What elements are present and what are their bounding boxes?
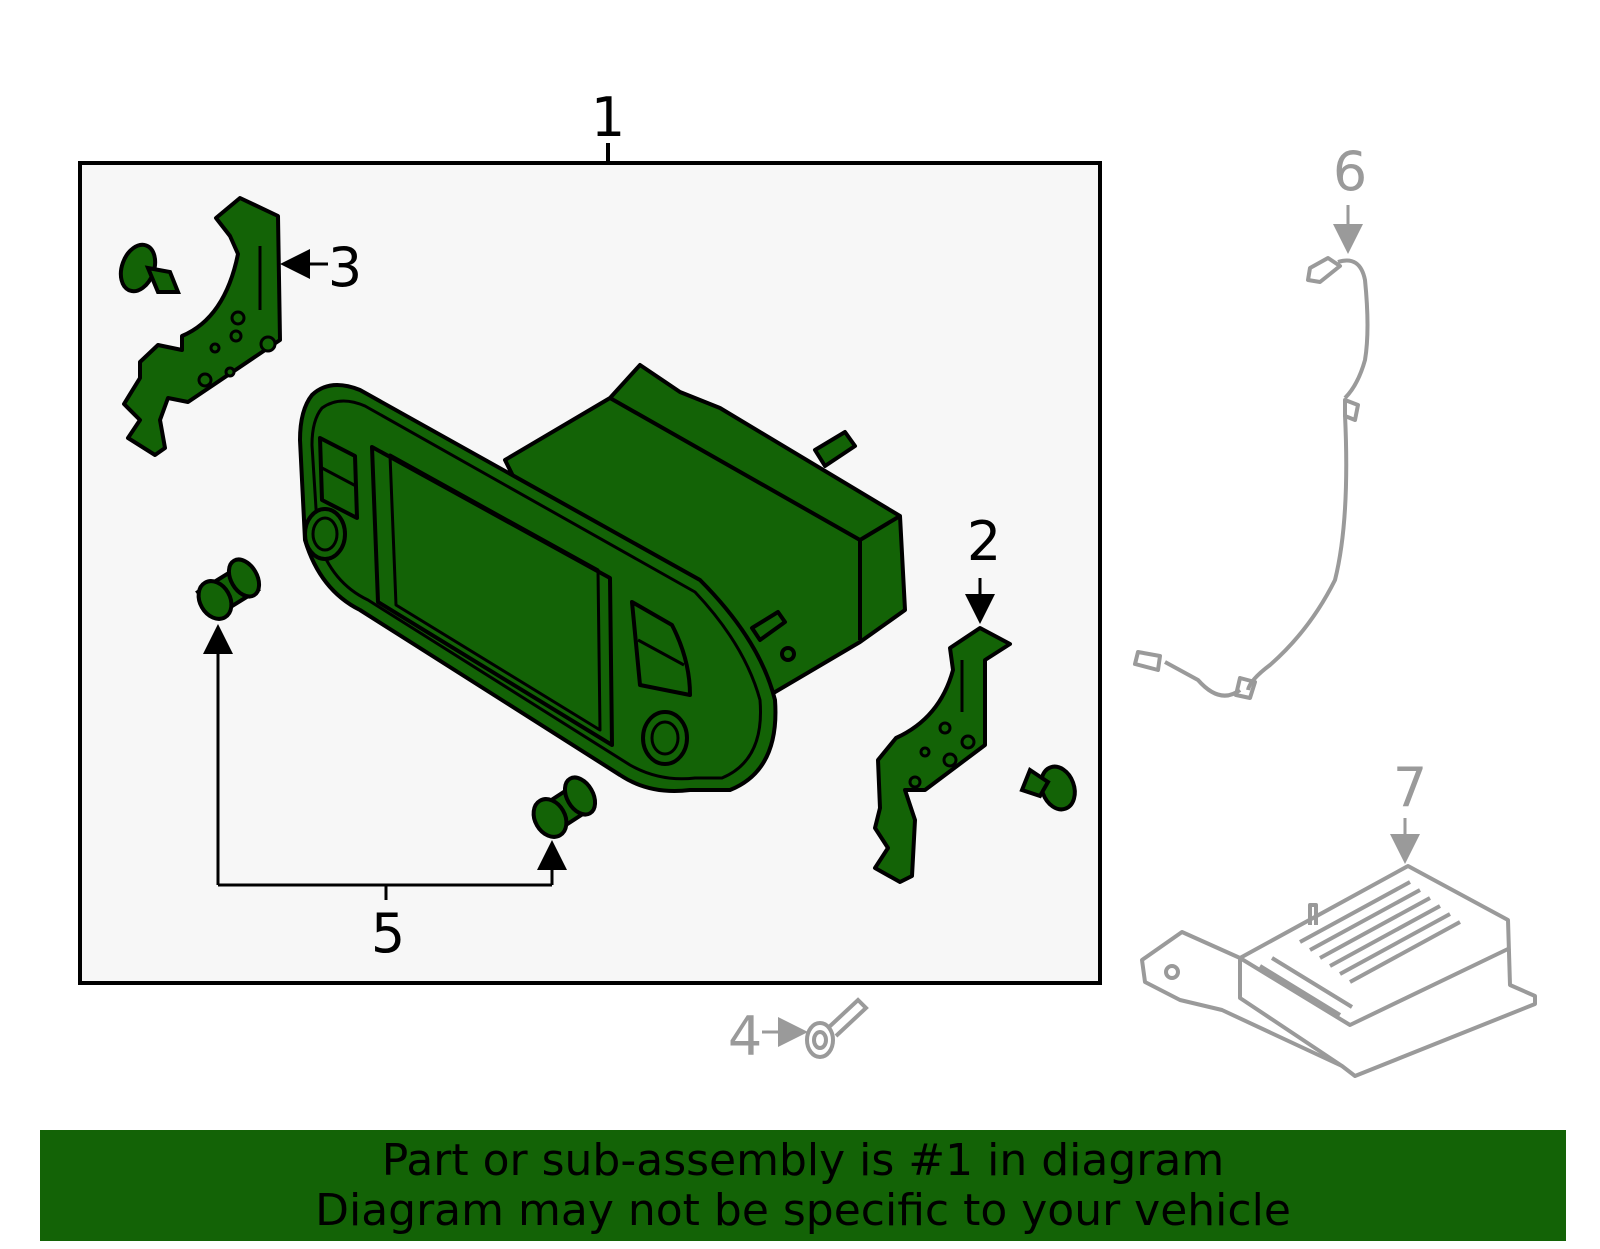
cap-right — [531, 775, 598, 839]
clip-upper-left — [118, 242, 181, 294]
callout-7: 7 — [1393, 756, 1427, 819]
bracket-right — [873, 626, 1012, 884]
callout-3: 3 — [328, 236, 362, 299]
head-unit — [298, 363, 907, 793]
callout-4: 4 — [728, 1005, 762, 1068]
bracket-left — [122, 196, 282, 457]
callout-1: 1 — [591, 86, 625, 149]
info-banner: Part or sub-assembly is #1 in diagram Di… — [40, 1130, 1566, 1241]
antenna-cable — [1133, 256, 1370, 700]
control-module — [1140, 864, 1537, 1078]
screw — [805, 997, 869, 1059]
cap-left — [195, 557, 262, 621]
callout-5: 5 — [371, 902, 405, 965]
banner-line-1: Part or sub-assembly is #1 in diagram — [381, 1134, 1225, 1186]
clip-lower-right — [1019, 764, 1077, 812]
callout-2: 2 — [967, 510, 1001, 573]
banner-line-2: Diagram may not be specific to your vehi… — [315, 1184, 1291, 1236]
callout-6: 6 — [1333, 140, 1367, 203]
